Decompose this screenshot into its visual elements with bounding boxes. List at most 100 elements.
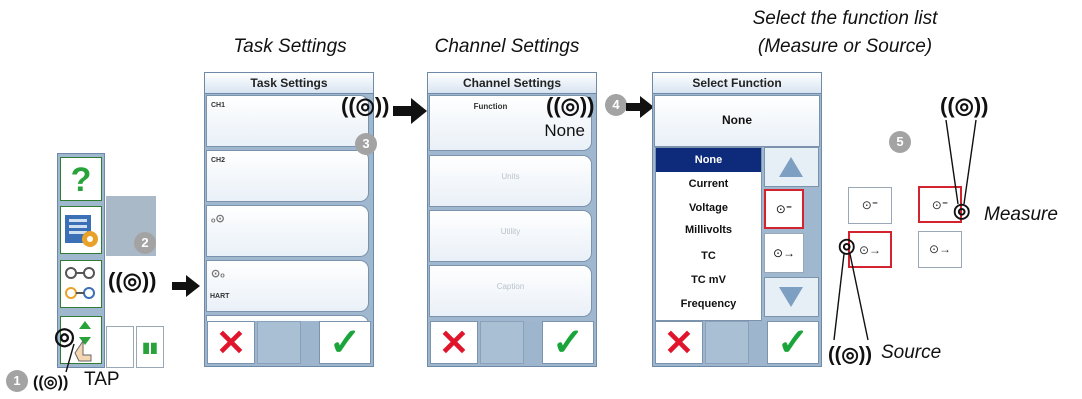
tap-target-icon-measure: ◎ [953,200,971,222]
task-row-ch1[interactable]: CH1 [206,95,369,147]
home-side-button-a[interactable] [106,326,134,368]
help-icon: ? [70,161,92,199]
step-badge-5: 5 [889,131,911,153]
triangle-down-icon [779,287,803,307]
tap-target-icon-source: ◎ [838,235,856,257]
units-row[interactable]: Units [429,155,592,207]
select-bottom-bar: ✕ ✓ [653,321,821,366]
tap-gesture-icon-measure: ((◎)) [940,93,989,118]
step-badge-4: 4 [605,94,627,116]
cancel-button[interactable]: ✕ [655,321,703,364]
measure-icon: ⊙⁼ [861,198,879,212]
check-icon: ✓ [777,322,809,364]
tap-pointer-line [65,343,75,373]
function-list: None Current Voltage Millivolts TC TC mV… [655,147,762,321]
blank-button[interactable] [257,321,301,364]
tap-gesture-icon-2: ((◎)) [108,268,157,293]
help-button[interactable]: ? [60,157,102,201]
source-icon: ⊙→ [772,246,796,260]
tap-label: TAP [84,369,120,390]
detail-source-button-right[interactable]: ⊙→ [918,231,962,268]
arrow-right-icon-2 [172,275,200,297]
check-icon: ✓ [329,322,361,364]
screen-title: Channel Settings [428,73,596,94]
blank-button[interactable] [480,321,524,364]
list-item-tc-mv[interactable]: TC mV [691,274,726,286]
source-mode-button[interactable]: ⊙→ [764,233,804,273]
blank-button[interactable] [705,321,749,364]
channel-bottom-bar: ✕ ✓ [428,321,596,366]
measure-mode-button[interactable]: ⊙⁼ [764,189,804,229]
source-label: Source [881,342,942,363]
caption-task-settings: Task Settings [233,36,347,57]
task-bottom-bar: ✕ ✓ [205,321,373,366]
list-item-millivolts[interactable]: Millivolts [684,224,733,236]
pause-icon: ▮▮ [142,339,158,355]
detail-measure-button-selected[interactable]: ⊙⁼ [918,186,962,223]
ok-button[interactable]: ✓ [319,321,371,364]
measure-label: Measure [984,204,1058,225]
arrow-right-icon-3 [393,98,427,124]
ring-icon: ⊙ₒ [211,268,225,280]
function-row[interactable]: Function None [429,95,592,151]
task-icon [65,267,95,299]
home-pause-button[interactable]: ▮▮ [136,326,164,368]
function-value: None [544,121,585,140]
settings-button[interactable] [60,206,102,254]
detail-measure-button-left[interactable]: ⊙⁼ [848,187,892,224]
measure-icon: ⊙⁼ [775,202,793,216]
task-row-4[interactable]: ⊙ₒ [206,260,369,312]
ok-button[interactable]: ✓ [767,321,819,364]
measure-icon: ⊙⁼ [931,198,949,212]
close-icon: ✕ [438,322,470,363]
source-pointer-lines [833,253,869,341]
step-badge-1: 1 [6,370,28,392]
step-badge-3: 3 [355,133,377,155]
task-settings-screen: Task Settings CH1 CH2 ₒ⊙ ⊙ₒ ✕ ✓ [204,72,374,367]
function-label: Function [473,102,508,111]
screen-title: Select Function [653,73,821,94]
tap-gesture-icon-4: ((◎)) [546,93,595,118]
list-item-current[interactable]: Current [688,178,729,190]
tap-gesture-icon: ((◎)) [33,374,69,391]
list-item-voltage[interactable]: Voltage [689,202,728,214]
scroll-up-button[interactable] [764,147,819,187]
screen-title: Task Settings [205,73,373,94]
cancel-button[interactable]: ✕ [207,321,255,364]
scroll-button[interactable] [60,316,102,364]
close-icon: ✕ [663,322,695,363]
task-button[interactable] [60,260,102,308]
source-icon: ⊙→ [928,242,952,256]
ring-icon: ₒ⊙ [211,213,225,225]
check-icon: ✓ [552,322,584,364]
tap-gesture-icon-3: ((◎)) [341,93,390,118]
caption-select-function-line2: (Measure or Source) [757,36,933,57]
task-row-3[interactable]: ₒ⊙ [206,205,369,257]
ok-button[interactable]: ✓ [542,321,594,364]
step-badge-2: 2 [134,232,156,254]
close-icon: ✕ [215,322,247,363]
source-icon: ⊙→ [858,243,882,257]
caption-select-function-line1: Select the function list [752,8,938,29]
detail-source-button-selected[interactable]: ⊙→ [848,231,892,268]
list-item-tc[interactable]: TC [701,250,716,262]
settings-icon [65,215,98,247]
triangle-up-icon [779,157,803,177]
utility-row[interactable]: Utility [429,210,592,262]
tap-target-icon: ◎ [54,323,75,350]
channel-settings-screen: Channel Settings Function None Units Uti… [427,72,597,367]
tap-gesture-icon-source: ((◎)) [828,344,873,366]
cancel-button[interactable]: ✕ [430,321,478,364]
selected-function-row: None [654,95,820,147]
task-row-ch2[interactable]: CH2 [206,150,369,202]
scroll-down-button[interactable] [764,277,819,317]
measure-pointer-lines [945,119,977,205]
caption-channel-settings: Channel Settings [434,36,580,57]
caption-row[interactable]: Caption [429,265,592,317]
home-toolbar: ? [57,153,105,368]
scroll-arrows-icon [74,321,92,362]
list-item-frequency[interactable]: Frequency [680,298,737,310]
arrow-right-icon-4 [626,96,654,118]
list-item-none[interactable]: None [656,148,761,172]
select-function-screen: Select Function None None Current Voltag… [652,72,822,367]
